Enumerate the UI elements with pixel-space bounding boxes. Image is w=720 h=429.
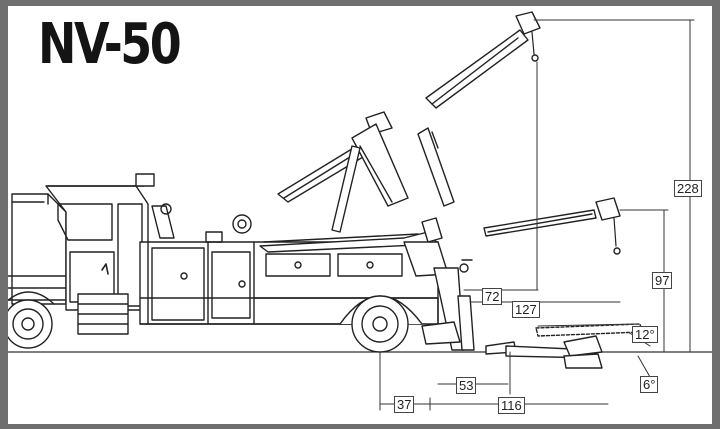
rear-wheel xyxy=(339,295,423,353)
dim-angle-up: 12° xyxy=(632,326,658,343)
dim-underlift-reach: 127 xyxy=(512,301,540,318)
dim-angle-down: 6° xyxy=(640,376,659,393)
tow-truck-drawing xyxy=(8,11,712,411)
drawing-sheet: NV-50 228 97 72 127 12° 6° 53 37 116 xyxy=(8,6,712,424)
dim-underlift-extended: 116 xyxy=(498,397,525,414)
deck-equipment xyxy=(151,203,252,243)
model-title: NV-50 xyxy=(38,12,182,77)
underlift xyxy=(421,259,643,369)
front-wheel xyxy=(8,291,55,349)
dim-underlift-retracted: 53 xyxy=(456,377,477,394)
boom-raised xyxy=(417,11,541,207)
dim-underlift-height: 72 xyxy=(482,288,503,305)
dim-boom-height: 228 xyxy=(674,180,702,197)
boom-mid xyxy=(277,111,409,233)
truck-cab xyxy=(8,173,155,311)
dim-axle-offset: 37 xyxy=(394,396,415,413)
dim-boom-reach-low: 97 xyxy=(652,272,673,289)
step-box xyxy=(77,293,129,335)
boom-extended xyxy=(483,197,621,255)
